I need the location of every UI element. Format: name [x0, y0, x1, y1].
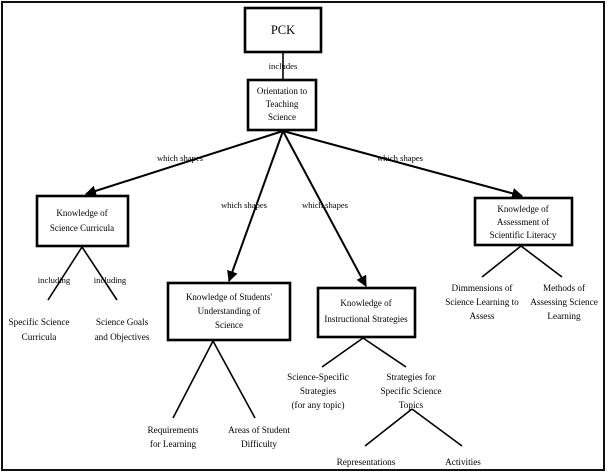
leaf-science-specific-strategies[interactable]: Science-Specific Strategies (for any top…	[287, 372, 349, 410]
leaf-dimmensions-line3: Assess	[469, 311, 494, 321]
edge-curricula-to-science-goals	[81, 246, 118, 301]
node-assessment-line1: Knowledge of	[497, 204, 548, 214]
leaf-science-specific-line3: (for any topic)	[291, 400, 344, 410]
leaf-science-specific-line1: Science-Specific	[287, 372, 349, 382]
node-pck-label: PCK	[271, 23, 295, 37]
node-knowledge-of-science-curricula[interactable]: Knowledge of Science Curricula	[35, 194, 130, 248]
node-knowledge-of-instructional-strategies[interactable]: Knowledge of Instructional Strategies	[316, 286, 417, 339]
leaf-methods-line3: Learning	[547, 311, 581, 321]
node-pck[interactable]: PCK	[243, 6, 323, 54]
link-label-which-shapes-3: which shapes	[302, 200, 349, 210]
leaf-specific-curricula-line1: Specific Science	[9, 317, 70, 327]
leaf-representations-line1: Representations	[337, 457, 396, 467]
link-label-which-shapes-2: which shapes	[221, 200, 268, 210]
node-students-line3: Science	[215, 320, 243, 330]
node-orientation-to-teaching-science[interactable]: Orientation to Teaching Science	[246, 78, 318, 132]
edge-assessment-to-methods	[520, 245, 563, 278]
leaf-strategies-for-specific-science-topics[interactable]: Strategies for Specific Science Topics	[381, 372, 442, 410]
edge-topics-to-activities	[411, 408, 463, 447]
link-label-which-shapes-4: which shapes	[377, 153, 424, 163]
leaf-science-specific-line2: Strategies	[300, 386, 337, 396]
edge-students-to-areas-difficulty	[212, 340, 256, 419]
node-instructional-line1: Knowledge of	[340, 298, 391, 308]
leaf-dimmensions-of-science-learning[interactable]: Dimmensions of Science Learning to Asses…	[445, 283, 519, 321]
leaf-requirements-for-learning[interactable]: Requirements for Learning	[147, 425, 198, 449]
leaf-science-goals-line1: Science Goals	[96, 317, 149, 327]
node-knowledge-of-assessment[interactable]: Knowledge of Assessment of Scientific Li…	[473, 196, 574, 247]
link-label-including-1: including	[38, 275, 71, 285]
leaf-requirements-line2: for Learning	[150, 439, 197, 449]
leaf-dimmensions-line2: Science Learning to	[445, 297, 519, 307]
node-knowledge-of-students-understanding[interactable]: Knowledge of Students' Understanding of …	[166, 281, 292, 342]
edge-assessment-to-dimmensions	[481, 245, 522, 278]
leaf-methods-line2: Assessing Science	[530, 297, 598, 307]
leaf-methods-of-assessing-science-learning[interactable]: Methods of Assessing Science Learning	[530, 283, 598, 321]
leaf-strategies-topics-line3: Topics	[399, 400, 424, 410]
leaf-activities-line1: Activities	[445, 457, 481, 467]
edge-instructional-to-strategies-topics	[362, 337, 407, 368]
leaf-areas-of-student-difficulty[interactable]: Areas of Student Difficulty	[228, 425, 290, 449]
leaf-science-goals-and-objectives[interactable]: Science Goals and Objectives	[95, 317, 150, 342]
link-label-includes: includes	[269, 61, 298, 71]
leaf-areas-difficulty-line2: Difficulty	[241, 439, 277, 449]
leaf-strategies-topics-line1: Strategies for	[386, 372, 435, 382]
edge-instructional-to-science-specific	[321, 337, 364, 368]
node-orientation-line3: Science	[268, 112, 296, 122]
node-assessment-line2: Assessment of	[497, 217, 549, 227]
leaf-strategies-topics-line2: Specific Science	[381, 386, 442, 396]
edge-orientation-to-instructional	[282, 130, 367, 287]
leaf-representations[interactable]: Representations	[337, 457, 396, 467]
edge-curricula-to-specific-curricula	[47, 246, 83, 301]
node-orientation-line2: Teaching	[266, 99, 299, 109]
node-curricula-line1: Knowledge of	[56, 208, 107, 218]
node-assessment-line3: Scientific Literacy	[490, 230, 557, 240]
edge-orientation-to-assessment	[282, 130, 524, 199]
edge-orientation-to-curricula	[84, 130, 284, 197]
leaf-specific-curricula-line2: Curricula	[22, 332, 57, 342]
node-curricula-line2: Science Curricula	[50, 223, 114, 233]
node-instructional-line2: Instructional Strategies	[324, 314, 408, 324]
link-label-including-2: including	[94, 275, 127, 285]
leaf-science-goals-line2: and Objectives	[95, 332, 150, 342]
link-label-which-shapes-1: which shapes	[157, 153, 204, 163]
leaf-dimmensions-line1: Dimmensions of	[452, 283, 514, 293]
leaf-activities[interactable]: Activities	[445, 457, 481, 467]
edge-topics-to-representations	[364, 408, 413, 447]
edge-orientation-to-students	[227, 130, 284, 283]
leaf-requirements-line1: Requirements	[147, 425, 198, 435]
edge-students-to-requirements	[172, 340, 214, 419]
leaf-methods-line1: Methods of	[543, 283, 586, 293]
leaf-specific-science-curricula[interactable]: Specific Science Curricula	[9, 317, 70, 342]
node-students-line2: Understanding of	[198, 306, 261, 316]
node-students-line1: Knowledge of Students'	[186, 292, 272, 302]
leaf-areas-difficulty-line1: Areas of Student	[228, 425, 290, 435]
node-orientation-line1: Orientation to	[257, 86, 308, 96]
